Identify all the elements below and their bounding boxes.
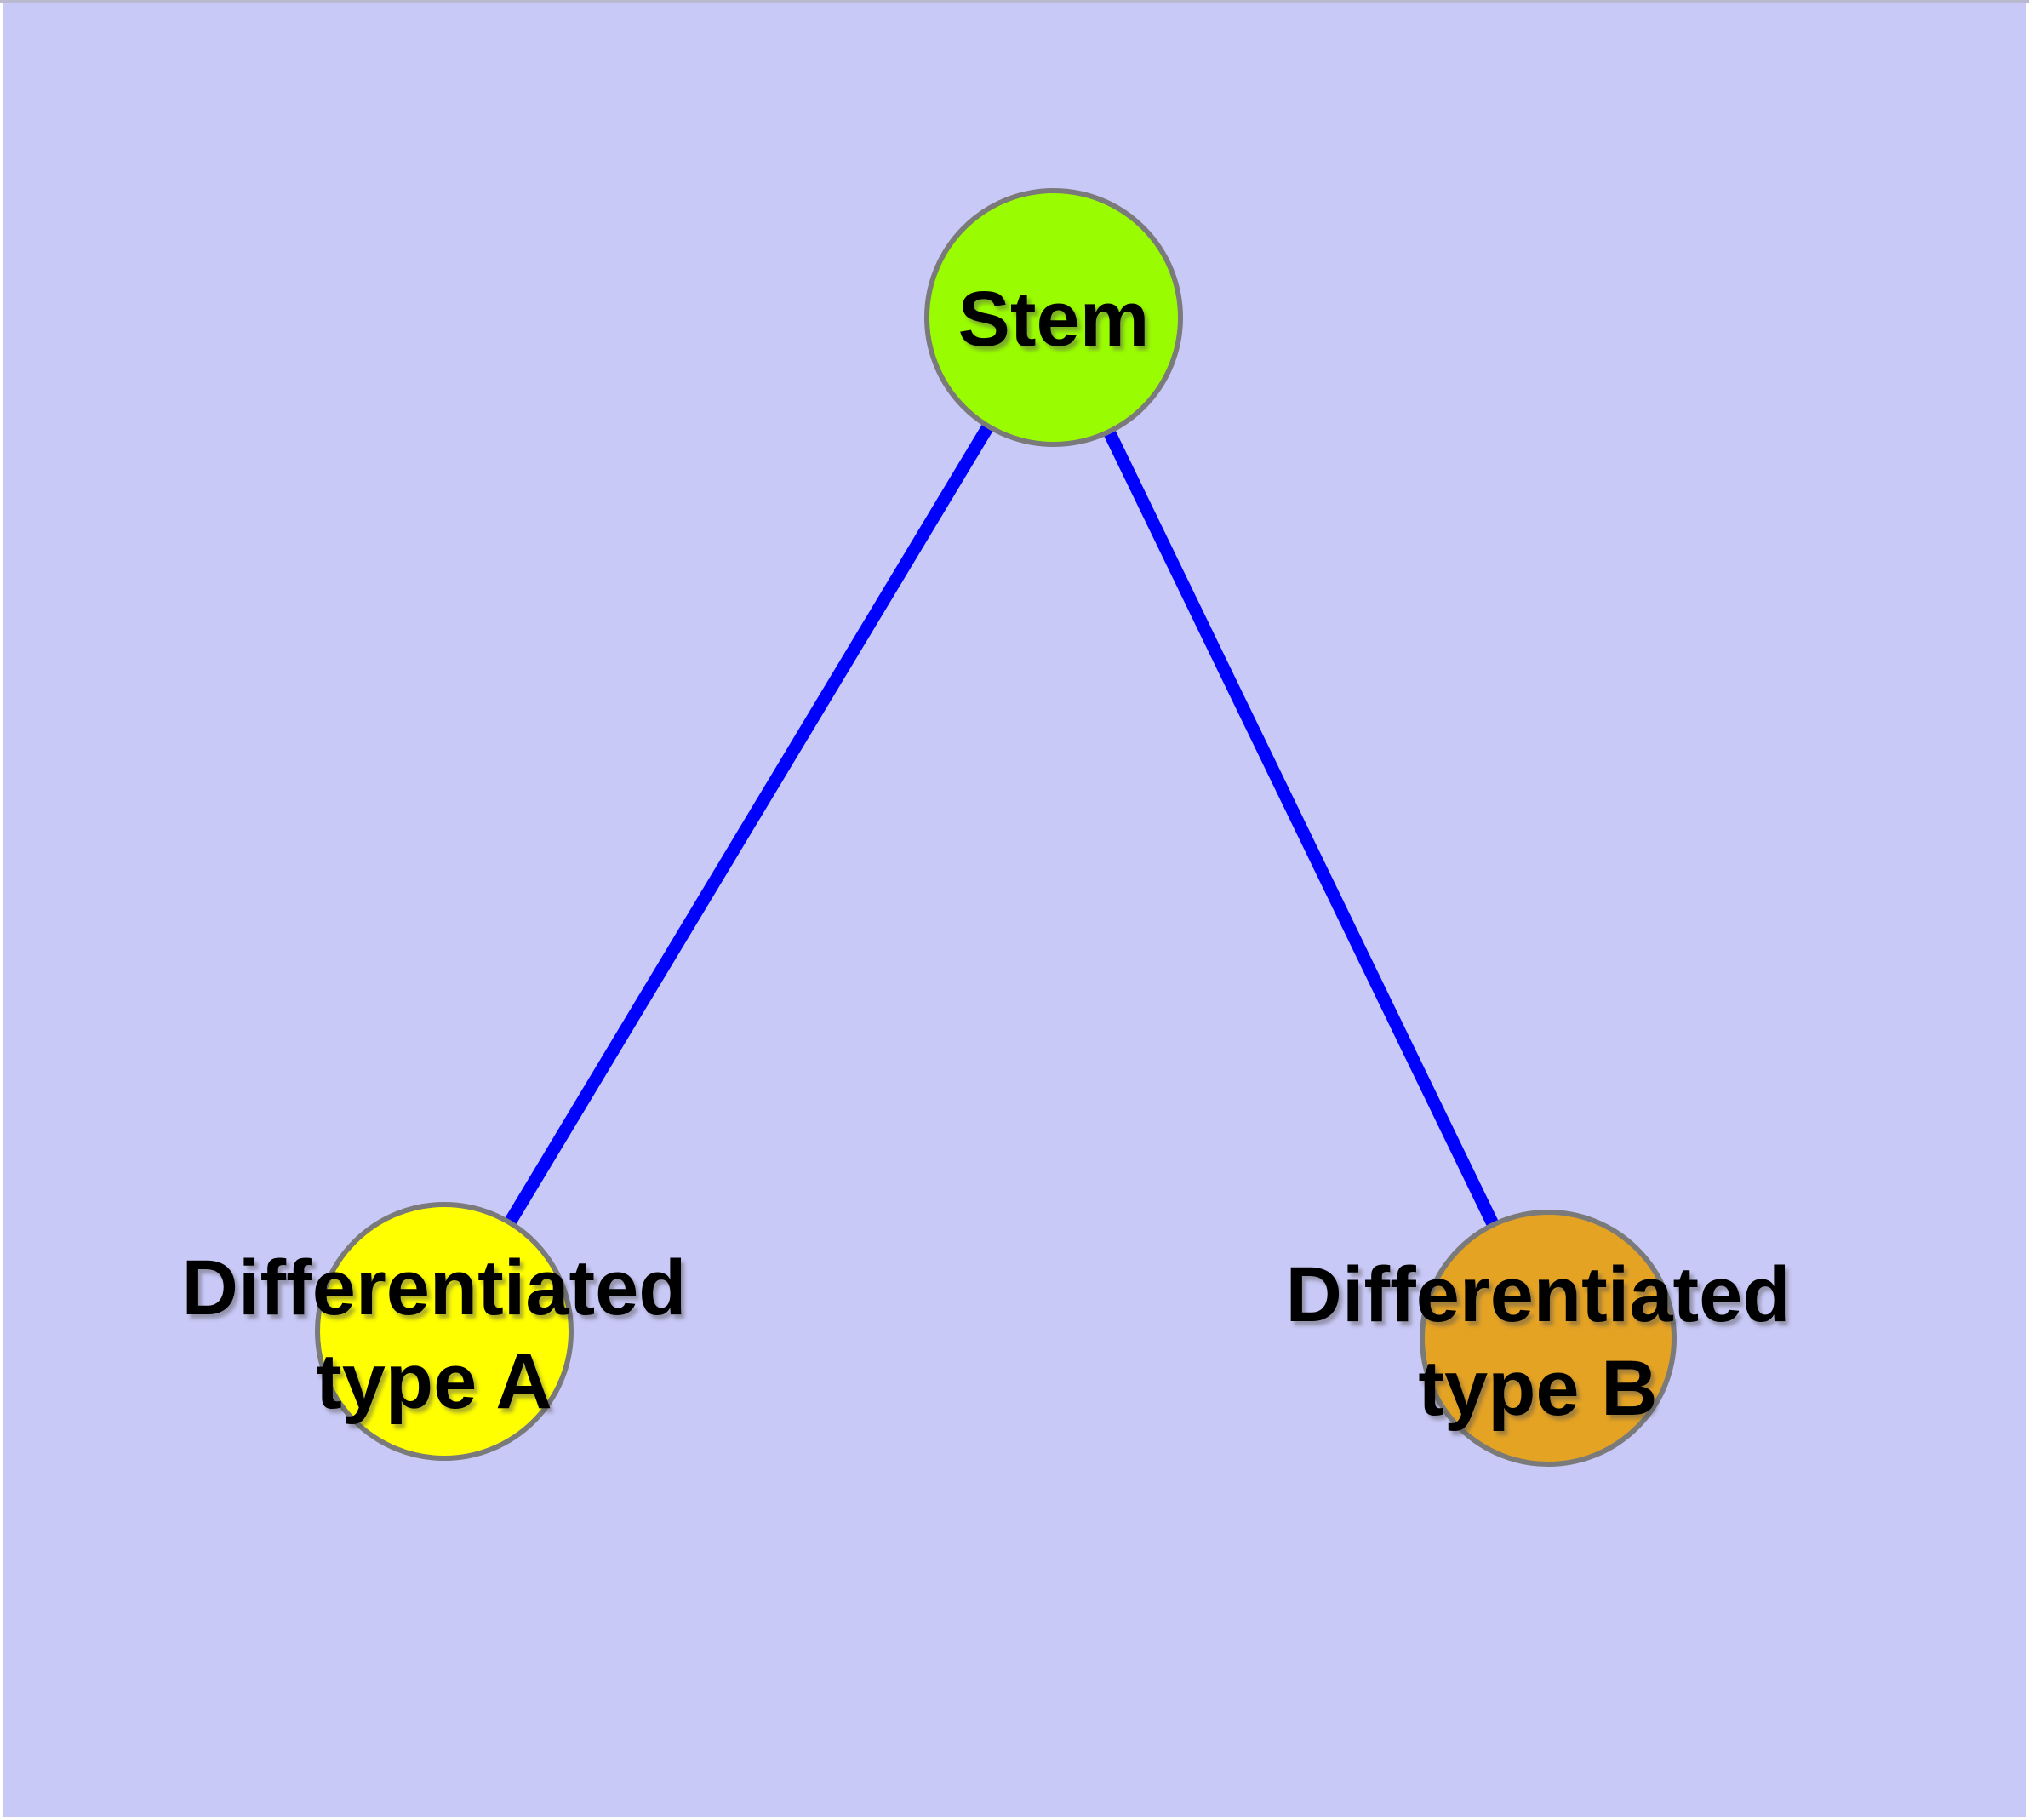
- node-type-a-label: Differentiated type A: [182, 1241, 687, 1428]
- edge-stem-to-type-a: [438, 314, 1060, 1335]
- node-type-b-label-line1: Differentiated: [1285, 1251, 1791, 1338]
- page-top-border: [0, 0, 2029, 3]
- node-type-b-circle: [1420, 1210, 1677, 1467]
- node-type-a-label-line2: type A: [316, 1338, 552, 1425]
- node-type-a-circle: [315, 1202, 574, 1461]
- node-stem-circle: [924, 188, 1183, 447]
- node-type-b-label-line2: type B: [1418, 1345, 1658, 1432]
- node-stem-label-text: Stem: [957, 276, 1150, 363]
- node-type-a-label-line1: Differentiated: [181, 1245, 687, 1331]
- edge-stem-to-type-b: [1048, 314, 1554, 1342]
- node-type-b-label: Differentiated type B: [1286, 1248, 1791, 1435]
- node-stem-label: Stem: [958, 272, 1150, 366]
